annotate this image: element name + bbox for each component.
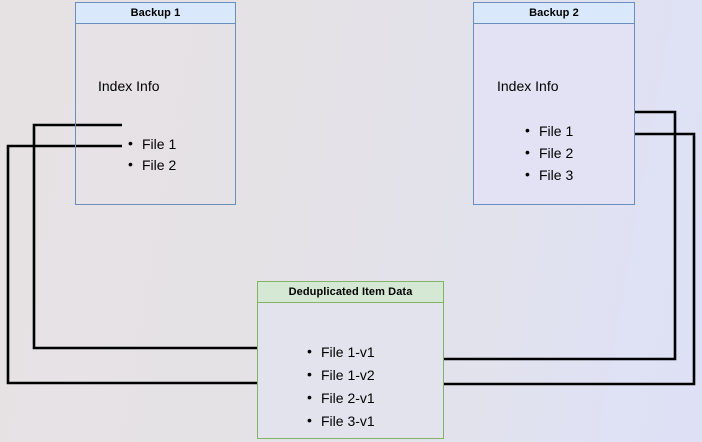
node-backup-2-body: Index Info File 1 File 2 File 3: [473, 24, 635, 205]
backup-1-file-list: File 1 File 2: [128, 136, 176, 172]
list-item: File 1: [128, 136, 176, 151]
list-item: File 2: [525, 145, 573, 160]
list-item: File 2: [128, 157, 176, 172]
node-deduplicated-item-data[interactable]: Deduplicated Item Data File 1-v1 File 1-…: [257, 281, 444, 439]
list-item: File 1-v1: [307, 344, 375, 359]
dedup-item-list: File 1-v1 File 1-v2 File 2-v1 File 3-v1: [307, 344, 375, 428]
list-item: File 3: [525, 167, 573, 182]
backup-2-index-info-label: Index Info: [497, 78, 559, 94]
list-item: File 3-v1: [307, 413, 375, 428]
backup-2-file-list: File 1 File 2 File 3: [525, 123, 573, 182]
node-backup-1[interactable]: Backup 1 Index Info File 1 File 2: [75, 2, 236, 205]
node-deduplicated-item-data-title: Deduplicated Item Data: [257, 281, 444, 303]
node-backup-1-body: Index Info File 1 File 2: [75, 24, 236, 205]
node-backup-2-title: Backup 2: [473, 2, 635, 24]
node-deduplicated-item-data-body: File 1-v1 File 1-v2 File 2-v1 File 3-v1: [257, 303, 444, 439]
node-backup-2[interactable]: Backup 2 Index Info File 1 File 2 File 3: [473, 2, 635, 205]
list-item: File 2-v1: [307, 390, 375, 405]
node-backup-1-title: Backup 1: [75, 2, 236, 24]
list-item: File 1-v2: [307, 367, 375, 382]
list-item: File 1: [525, 123, 573, 138]
backup-1-index-info-label: Index Info: [98, 78, 160, 94]
